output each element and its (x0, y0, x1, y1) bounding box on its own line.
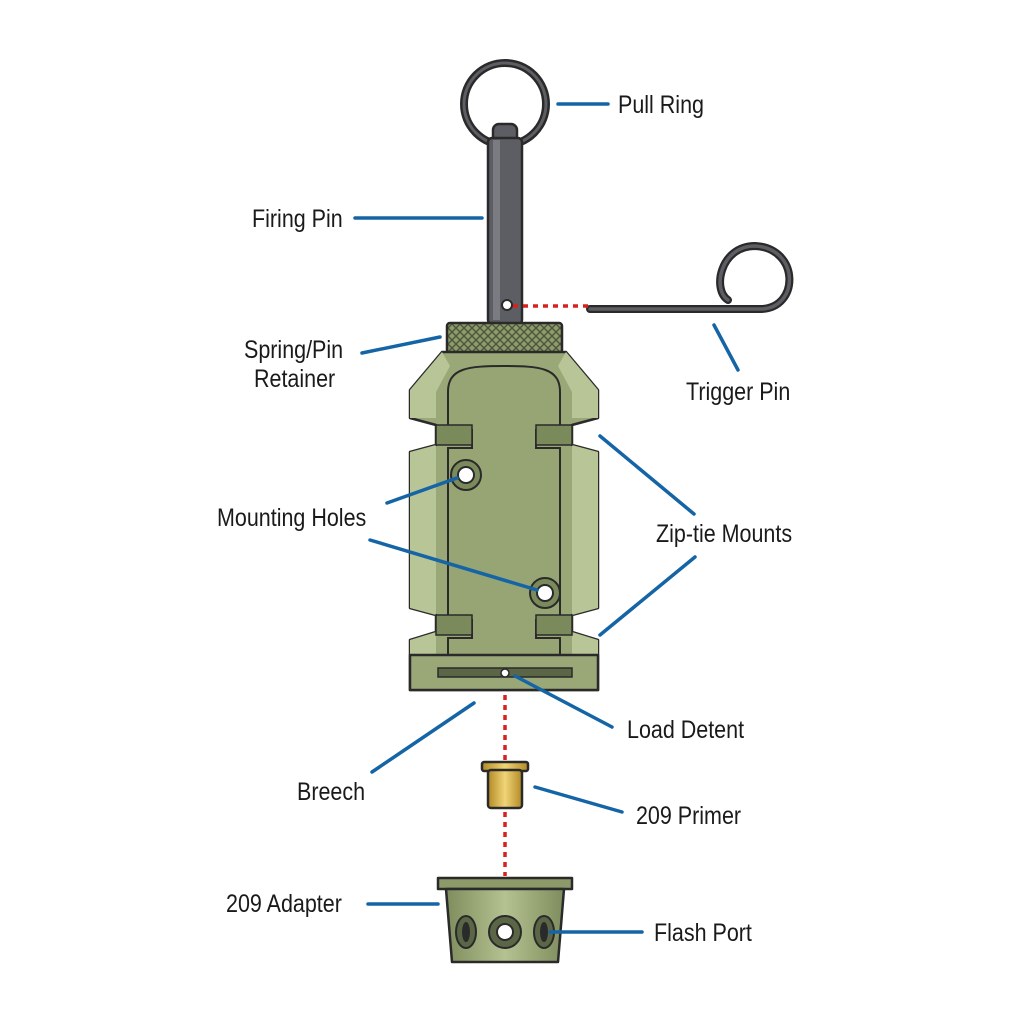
main-body (410, 352, 598, 690)
leader-zip-tie-upper (600, 436, 694, 514)
label-firing-pin: Firing Pin (252, 204, 343, 232)
label-209-primer: 209 Primer (636, 801, 741, 829)
label-zip-tie-mounts: Zip-tie Mounts (656, 519, 792, 547)
label-breech: Breech (297, 777, 365, 805)
firing-pin (488, 124, 522, 324)
label-flash-port: Flash Port (654, 918, 752, 946)
load-detent (501, 669, 509, 677)
label-209-adapter: 209 Adapter (226, 889, 342, 917)
leader-spring-pin-retainer (362, 337, 440, 353)
mounting-hole-lower (530, 578, 560, 608)
leader-zip-tie-lower (600, 557, 695, 635)
trigger-pin (590, 246, 789, 309)
label-spring-pin-retainer-line2: Retainer (254, 364, 335, 392)
leader-209-primer (535, 787, 622, 812)
leader-trigger-pin (714, 325, 738, 370)
label-mounting-holes: Mounting Holes (217, 503, 366, 531)
label-spring-pin-retainer-line1: Spring/Pin (244, 335, 343, 363)
spring-pin-retainer (447, 323, 562, 353)
primer-209 (482, 762, 528, 808)
adapter-209 (438, 878, 572, 962)
label-trigger-pin: Trigger Pin (686, 377, 790, 405)
mounting-hole-upper (451, 460, 481, 490)
leader-breech (372, 703, 474, 772)
label-load-detent: Load Detent (627, 715, 745, 743)
label-pull-ring: Pull Ring (618, 90, 704, 118)
